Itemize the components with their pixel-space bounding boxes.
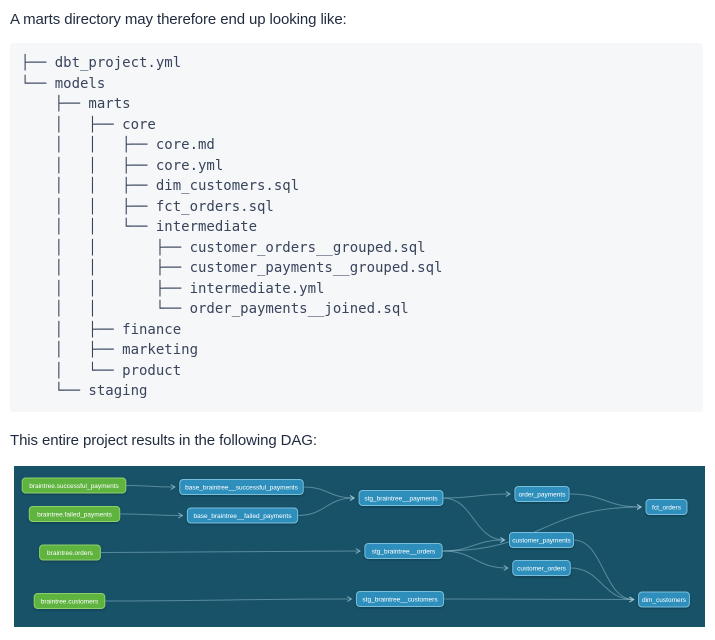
dag-node-label: braintree.successful_payments (29, 483, 119, 490)
dag-edge-base_successful-stg_payments (303, 486, 355, 501)
dag-edge-stg_orders-customer_orders (442, 550, 509, 571)
dag-node-base_successful: base_braintree__successful_payments (179, 479, 304, 495)
dag-node-box (508, 532, 575, 548)
dag-node-dim_customers: dim_customers (638, 591, 690, 608)
dag-edge-order_payments-fct_orders (569, 493, 642, 510)
dag-node-box (645, 499, 688, 515)
dag-image: braintree.successful_payments braintree.f… (14, 466, 705, 627)
dag-node-fct_orders: fct_orders (645, 499, 688, 515)
dag-edge-stg_orders-fct_orders (442, 504, 642, 552)
dag-node-box (179, 479, 304, 495)
dag-edge-stg_payments-customer_payments (442, 497, 506, 543)
dag-svg: braintree.successful_payments braintree.f… (21, 477, 690, 609)
dag-node-box (364, 543, 443, 559)
dag-node-bt_orders: braintree.orders (39, 544, 101, 561)
dag-node-box (638, 591, 690, 608)
dag-node-label: order_payments (519, 491, 567, 498)
dag-node-box (33, 593, 106, 609)
dag-edge-bt_customers-stg_customers (104, 596, 353, 602)
dag-node-base_failed: base_braintree__failed_payments (186, 507, 299, 524)
dag-edge-bt_orders-stg_orders (100, 548, 361, 554)
dag-node-box (355, 591, 445, 607)
dag-node-label: dim_customers (642, 597, 687, 604)
dag-edge-base_failed-stg_payments (297, 495, 355, 516)
dag-node-customer_orders: customer_orders (512, 560, 571, 576)
dag-node-bt_successful_payments: braintree.successful_payments (21, 477, 127, 494)
dag-node-box (21, 477, 127, 494)
dag-node-label: braintree.orders (47, 550, 94, 557)
dag-node-label: customer_orders (517, 565, 567, 572)
dag-edge-customer_orders-dim_customers (570, 567, 635, 603)
dag-node-stg_orders: stg_braintree__orders (364, 543, 443, 559)
dag-node-box (28, 506, 121, 522)
dag-node-stg_customers: stg_braintree__customers (355, 591, 445, 607)
dag-edge-bt_successful_payments-base_successful (125, 484, 176, 490)
dag-edge-stg_orders-customer_payments (442, 537, 506, 552)
dag-node-stg_payments: stg_braintree__payments (358, 490, 444, 506)
dag-node-order_payments: order_payments (514, 486, 570, 502)
dag-edge-bt_failed_payments-base_failed (119, 512, 184, 519)
dag-node-label: customer_payments (512, 537, 571, 544)
dag-node-box (39, 544, 101, 561)
dag-node-label: stg_braintree__payments (364, 495, 438, 502)
article-page: A marts directory may therefore end up l… (10, 11, 705, 627)
dag-caption: This entire project results in the follo… (10, 432, 317, 449)
dag-node-label: braintree.failed_payments (37, 511, 113, 518)
dag-node-customer_payments: customer_payments (508, 532, 575, 548)
intro-paragraph: A marts directory may therefore end up l… (10, 11, 347, 28)
dag-node-box (358, 490, 444, 506)
dag-edge-stg_customers-dim_customers (443, 596, 635, 603)
dag-node-box (512, 560, 571, 576)
dag-node-label: fct_orders (652, 504, 682, 511)
directory-tree-code-block: ├── dbt_project.yml └── models ├── marts… (10, 43, 703, 412)
dag-node-bt_customers: braintree.customers (33, 593, 106, 609)
dag-node-box (514, 486, 570, 502)
dag-node-label: base_braintree__successful_payments (185, 484, 298, 491)
dag-edge-customer_payments-dim_customers (573, 539, 635, 603)
dag-edge-stg_payments-order_payments (442, 491, 511, 499)
dag-node-label: stg_braintree__orders (372, 548, 436, 555)
dag-node-bt_failed_payments: braintree.failed_payments (28, 506, 121, 522)
dag-node-label: stg_braintree__customers (362, 596, 438, 603)
dag-node-label: base_braintree__failed_payments (194, 513, 293, 520)
dag-node-label: braintree.customers (41, 598, 99, 605)
dag-node-box (186, 507, 299, 524)
